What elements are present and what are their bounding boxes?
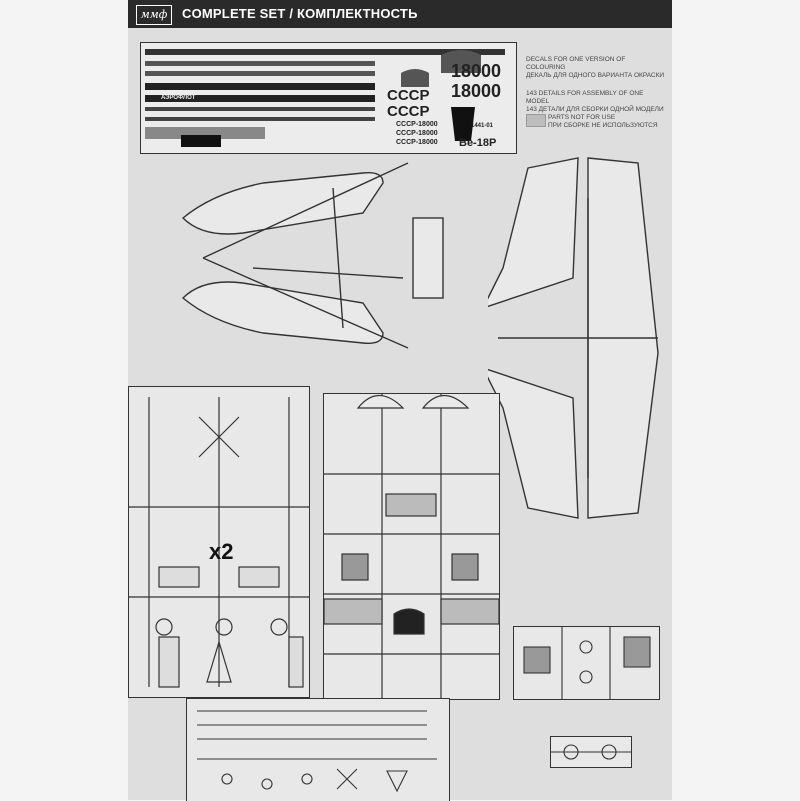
sprue-quantity-label: x2 <box>209 539 234 564</box>
sprue-middle-parts <box>324 394 499 699</box>
decal-aeroflot: АЭРОФЛОТ <box>161 95 196 101</box>
header-bar: ммф COMPLETE SET / КОМПЛЕКТНОСТЬ <box>128 0 672 28</box>
sprue-frame-bottom <box>186 698 450 801</box>
sprue-left-parts <box>129 397 309 688</box>
wing-sprue <box>488 157 659 519</box>
decal-sheet: АЭРОФЛОТ 18000 18000 СССР СССР СССР-1800… <box>140 42 517 154</box>
decal-small-reg-2: СССР-18000 <box>396 130 438 137</box>
unused-parts-swatch <box>526 114 546 127</box>
sprue-small-parts <box>523 627 651 699</box>
page-title: COMPLETE SET / КОМПЛЕКТНОСТЬ <box>182 6 418 21</box>
fuselage-sprue <box>181 162 444 349</box>
sprue-bottom-parts <box>197 710 437 793</box>
sprue-tiny-parts <box>551 744 631 760</box>
decal-small-reg-3: СССР-18000 <box>396 139 438 146</box>
decal-country-top: СССР <box>387 87 430 104</box>
sprue-frame-middle <box>323 393 500 700</box>
sprue-frame-tiny <box>550 736 632 768</box>
decal-country-bottom: СССР <box>387 103 430 120</box>
sprue-frame-small <box>513 626 660 700</box>
decal-code: 1441-01 <box>471 123 494 129</box>
instruction-sheet: АЭРОФЛОТ 18000 18000 СССР СССР СССР-1800… <box>128 28 672 801</box>
decal-registration-bottom: 18000 <box>451 81 502 101</box>
decal-registration-top: 18000 <box>451 61 502 81</box>
brand-logo: ммф <box>136 5 172 25</box>
legend-details: 143 DETAILS FOR ASSEMBLY OF ONE MODEL 14… <box>526 90 664 113</box>
sprue-frame-left: x2 <box>128 386 310 698</box>
canopy-parts <box>356 394 470 409</box>
decal-model-name: Be-18P <box>459 137 497 149</box>
decal-small-reg-1: СССР-18000 <box>396 121 438 128</box>
legend-decals: DECALS FOR ONE VERSION OF COLOURING ДЕКА… <box>526 56 665 79</box>
legend-unused: PARTS NOT FOR USE ПРИ СБОРКЕ НЕ ИСПОЛЬЗУ… <box>548 114 658 129</box>
decal-stripes <box>145 49 505 147</box>
